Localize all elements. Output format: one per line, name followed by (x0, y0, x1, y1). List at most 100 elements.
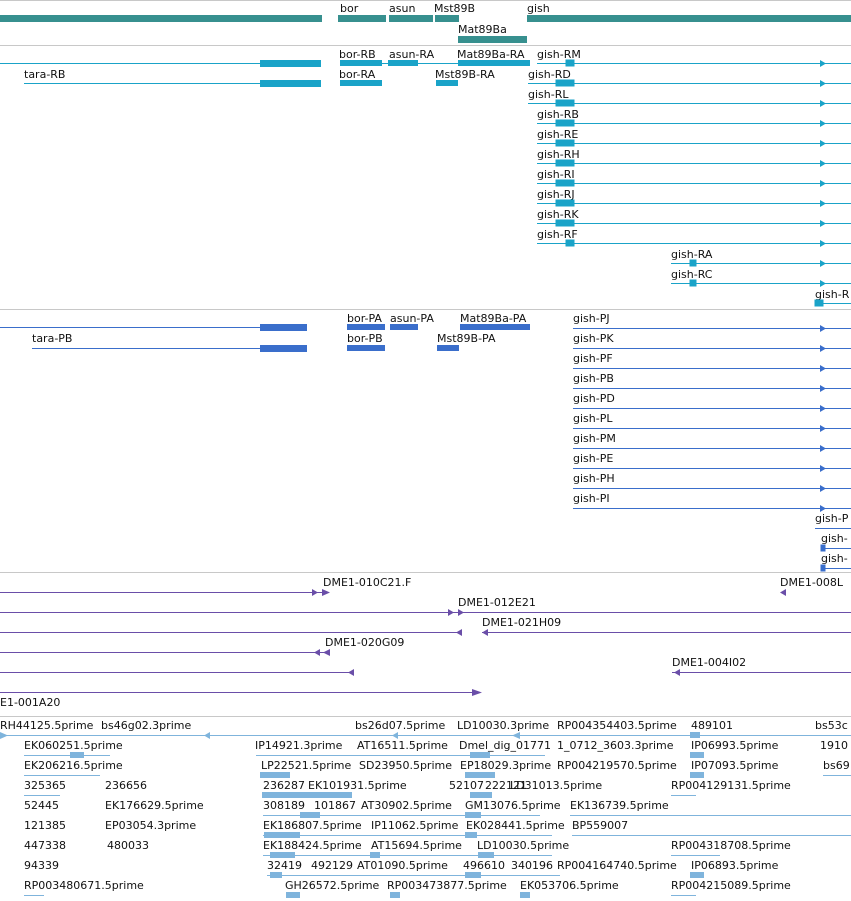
est-label[interactable]: 121385 (24, 819, 66, 832)
est-label[interactable]: bs26d07.5prime (355, 719, 446, 732)
est-label[interactable]: 496610 (463, 859, 505, 872)
gene-label[interactable]: gish (527, 2, 550, 15)
transcript-label[interactable]: gish-RC (671, 268, 713, 281)
transcript-label[interactable]: gish-RK (537, 208, 579, 221)
est-label[interactable]: BP559007 (572, 819, 629, 832)
translation-label[interactable]: tara-PB (32, 332, 73, 345)
gene-glyph[interactable] (389, 15, 433, 22)
gene-glyph[interactable] (0, 15, 322, 22)
translation-label[interactable]: gish-PI (573, 492, 610, 505)
est-label[interactable]: EK101931.5prime (308, 779, 407, 792)
translation-label[interactable]: asun-PA (390, 312, 434, 325)
est-label[interactable]: RP003473877.5prime (387, 879, 507, 892)
translation-label[interactable]: gish-P (815, 512, 849, 525)
translation-label[interactable]: gish-PD (573, 392, 615, 405)
gene-label[interactable]: asun (389, 2, 416, 15)
est-label[interactable]: LD10030.5prime (477, 839, 570, 852)
est-label[interactable]: GM13076.5prime (465, 799, 561, 812)
est-label[interactable]: 1910 (820, 739, 848, 752)
est-label[interactable]: IP07093.5prime (691, 759, 779, 772)
est-label[interactable]: RP004129131.5prime (671, 779, 791, 792)
est-label[interactable]: 236656 (105, 779, 147, 792)
est-label[interactable]: RP004215089.5prime (671, 879, 791, 892)
est-label[interactable]: AT16511.5prime (357, 739, 448, 752)
est-label[interactable]: LD10030.3prime (457, 719, 550, 732)
est-label[interactable]: IP14921.3prime (255, 739, 343, 752)
translation-label[interactable]: gish-PF (573, 352, 613, 365)
transcript-label[interactable]: Mst89B-RA (435, 68, 495, 81)
translation-line[interactable] (0, 327, 307, 328)
clone-label[interactable]: DME1-012E21 (458, 596, 536, 609)
gene-glyph[interactable] (458, 36, 527, 43)
est-label[interactable]: EK188424.5prime (263, 839, 362, 852)
translation-label[interactable]: gish-PH (573, 472, 615, 485)
est-label[interactable]: EK206216.5prime (24, 759, 123, 772)
translation-label[interactable]: gish-PM (573, 432, 616, 445)
translation-label[interactable]: bor-PB (347, 332, 383, 345)
clone-label[interactable]: DME1-010C21.F (323, 576, 412, 589)
est-label[interactable]: AT30902.5prime (361, 799, 452, 812)
transcript-label[interactable]: gish-RF (537, 228, 578, 241)
est-label[interactable]: LP22521.5prime (261, 759, 352, 772)
est-label[interactable]: EP03054.3prime (105, 819, 197, 832)
gene-glyph[interactable] (338, 15, 386, 22)
translation-label[interactable]: bor-PA (347, 312, 382, 325)
est-label[interactable]: RP004164740.5prime (557, 859, 677, 872)
est-label[interactable]: 489101 (691, 719, 733, 732)
est-label[interactable]: 447338 (24, 839, 66, 852)
transcript-label[interactable]: gish-RL (528, 88, 569, 101)
transcript-label[interactable]: Mat89Ba-RA (457, 48, 525, 61)
translation-label[interactable]: gish-PL (573, 412, 613, 425)
translation-label[interactable]: Mst89B-PA (437, 332, 496, 345)
translation-label[interactable]: gish-PJ (573, 312, 610, 325)
est-label[interactable]: RP004354403.5prime (557, 719, 677, 732)
est-label[interactable]: IP06993.5prime (691, 739, 779, 752)
est-label[interactable]: RP004219570.5prime (557, 759, 677, 772)
est-label[interactable]: 325365 (24, 779, 66, 792)
transcript-label[interactable]: gish-RB (537, 108, 579, 121)
clone-label[interactable]: E1-001A20 (0, 696, 61, 709)
translation-line[interactable] (32, 348, 307, 349)
translation-label[interactable]: Mat89Ba-PA (460, 312, 527, 325)
transcript-label[interactable]: gish-RI (537, 168, 575, 181)
transcript-label[interactable]: gish-RM (537, 48, 581, 61)
transcript-label[interactable]: bor-RB (339, 48, 376, 61)
gene-label[interactable]: bor (340, 2, 359, 15)
est-label[interactable]: EK176629.5prime (105, 799, 204, 812)
gene-glyph[interactable] (527, 15, 851, 22)
est-label[interactable]: EK060251.5prime (24, 739, 123, 752)
est-label[interactable]: 340196 (511, 859, 553, 872)
est-label[interactable]: LD31013.5prime (510, 779, 603, 792)
transcript-label[interactable]: gish-R (815, 288, 850, 301)
transcript-label[interactable]: gish-RH (537, 148, 580, 161)
transcript-label[interactable]: bor-RA (339, 68, 376, 81)
transcript-label[interactable]: gish-RE (537, 128, 579, 141)
transcript-label[interactable]: gish-RD (528, 68, 571, 81)
est-label[interactable]: bs46g02.3prime (101, 719, 192, 732)
gene-label[interactable]: Mst89B (434, 2, 476, 15)
transcript-label[interactable]: gish-RJ (537, 188, 575, 201)
transcript-line[interactable] (340, 63, 530, 64)
est-label[interactable]: 94339 (24, 859, 59, 872)
est-label[interactable]: GH26572.5prime (285, 879, 380, 892)
transcript-line[interactable] (0, 63, 321, 64)
est-label[interactable]: 1_0712_3603.3prime (557, 739, 674, 752)
clone-label[interactable]: DME1-008L (780, 576, 844, 589)
est-label[interactable]: 101867 (314, 799, 356, 812)
est-label[interactable]: bs69 (823, 759, 850, 772)
est-label[interactable]: bs53c (815, 719, 848, 732)
est-label[interactable]: AT15694.5prime (371, 839, 462, 852)
translation-label[interactable]: gish-PE (573, 452, 614, 465)
translation-label[interactable]: gish-PK (573, 332, 614, 345)
translation-label[interactable]: gish-PB (573, 372, 614, 385)
est-label[interactable]: RP003480671.5prime (24, 879, 144, 892)
est-label[interactable]: EP18029.3prime (460, 759, 552, 772)
translation-label[interactable]: gish- (821, 552, 848, 565)
est-label[interactable]: SD23950.5prime (359, 759, 452, 772)
est-label[interactable]: RH44125.5prime (0, 719, 94, 732)
transcript-label[interactable]: gish-RA (671, 248, 713, 261)
est-label[interactable]: IP11062.5prime (371, 819, 459, 832)
est-label[interactable]: IP06893.5prime (691, 859, 779, 872)
est-label[interactable]: 52445 (24, 799, 59, 812)
gene-label[interactable]: Mat89Ba (458, 23, 507, 36)
